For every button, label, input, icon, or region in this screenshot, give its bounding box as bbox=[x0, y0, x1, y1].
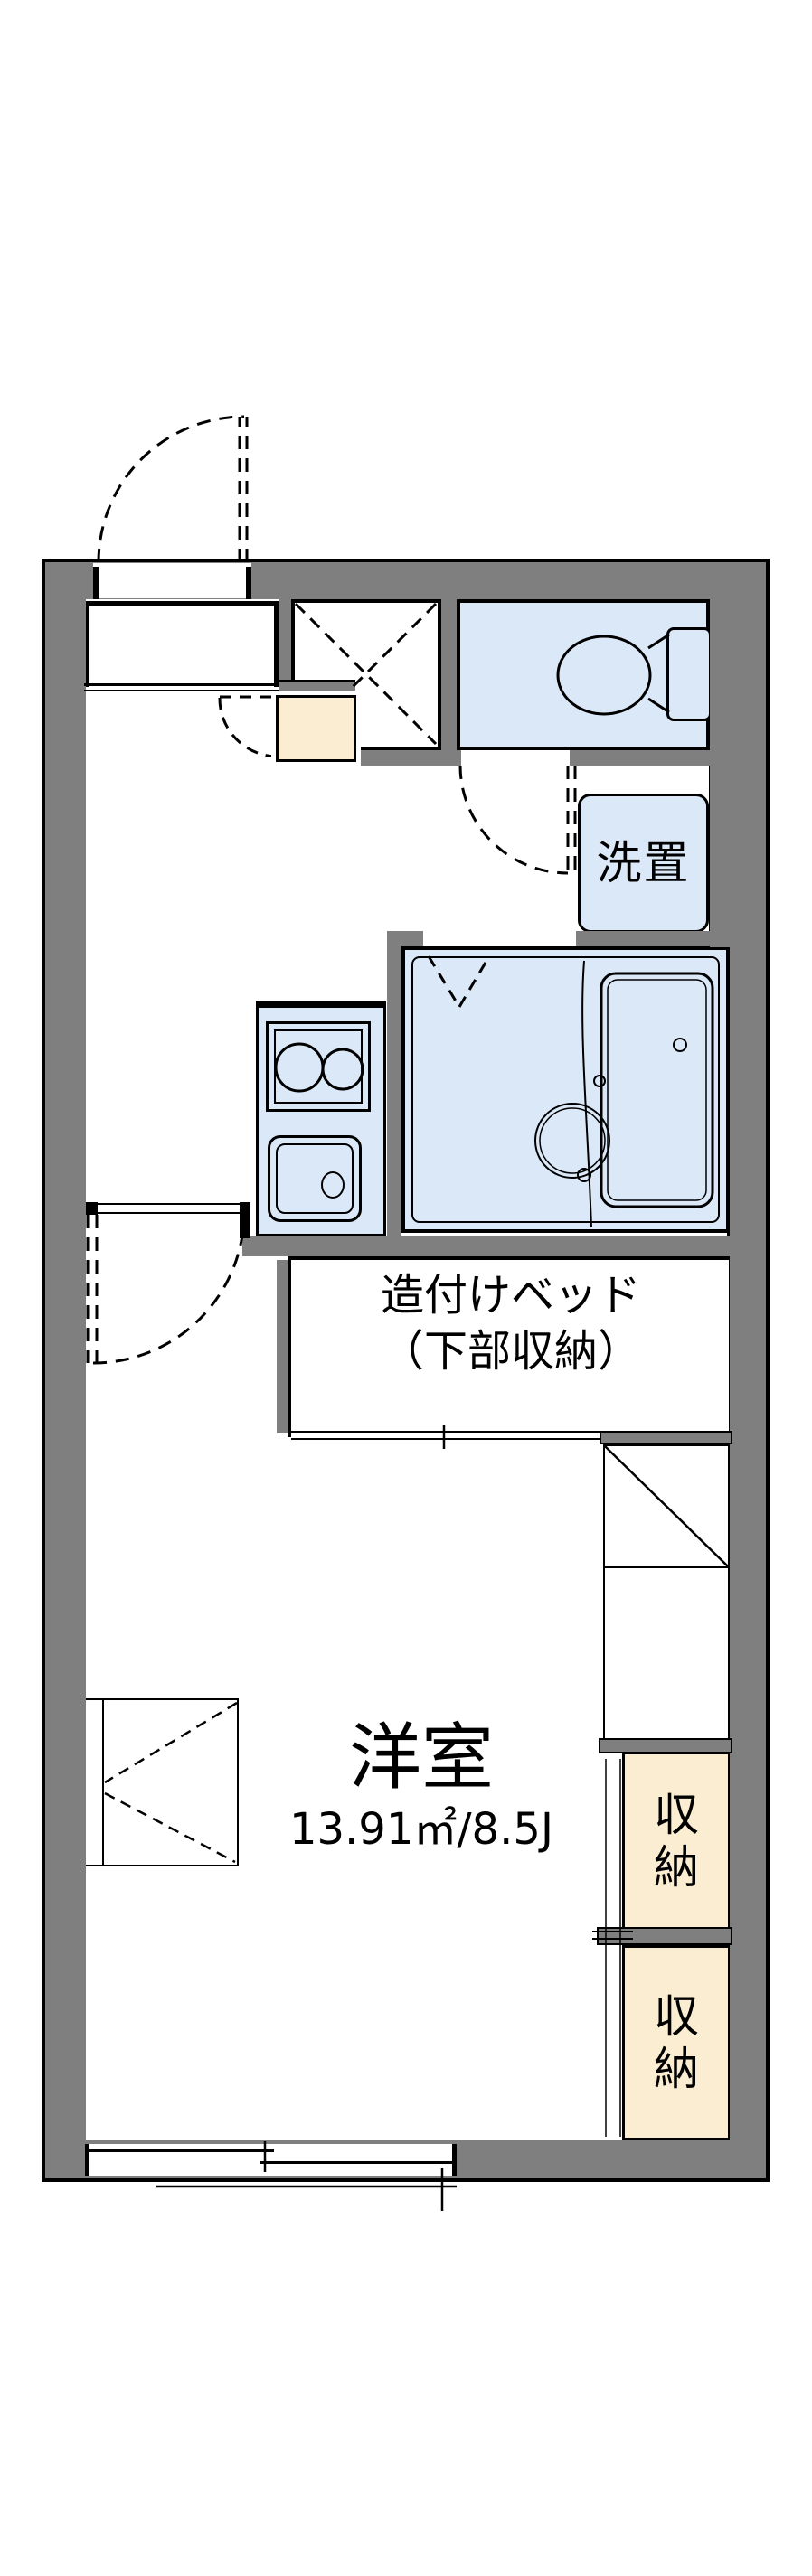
kitchen-counter bbox=[256, 1001, 386, 1238]
storage-track-tick bbox=[592, 1931, 633, 1940]
bed-room bbox=[288, 1256, 732, 1437]
bathtub bbox=[600, 972, 714, 1208]
wall-bed-top bbox=[242, 1236, 732, 1256]
balcony-window-jamb-right bbox=[452, 2144, 457, 2176]
sink-drain bbox=[321, 1171, 345, 1199]
storage-lower bbox=[622, 1945, 731, 2140]
bed-label-line1: 造付けベッド bbox=[380, 1270, 641, 1321]
desk-window-unit bbox=[83, 1698, 239, 1866]
balcony-sill bbox=[156, 2141, 457, 2211]
shoe-cabinet-door-arc bbox=[218, 695, 279, 758]
storage-lower-text: 収納 bbox=[654, 1990, 699, 2095]
main-room-area-label: 13.91㎡/8.5J bbox=[288, 1804, 554, 1855]
genkan-step-line-1 bbox=[84, 683, 279, 686]
kitchen-sink-inner bbox=[276, 1143, 354, 1214]
laundry-space bbox=[578, 794, 709, 933]
bed-label: 造付けベッド （下部収納） bbox=[291, 1267, 731, 1379]
main-room-label: 洋室 bbox=[349, 1716, 494, 1800]
wall-bed-bottom-right bbox=[600, 1431, 732, 1444]
shoe-cabinet bbox=[276, 695, 356, 762]
bath-wash-circle bbox=[534, 1103, 610, 1182]
storage-lower-label: 収納 bbox=[622, 1945, 731, 2140]
balcony-window-jamb-left bbox=[85, 2144, 89, 2176]
toilet-door-swing bbox=[458, 765, 577, 875]
entrance-opening bbox=[93, 563, 251, 598]
bath-divider bbox=[581, 960, 592, 1228]
wall-above-storage bbox=[599, 1738, 732, 1753]
storage-doors-track bbox=[605, 1759, 621, 2137]
main-room-label-group: 洋室 13.91㎡/8.5J bbox=[217, 1716, 626, 1858]
wall-bathdoor-left bbox=[387, 931, 423, 946]
kitchen-partition-jamb-left bbox=[86, 1202, 98, 1215]
storage-upper-text: 収納 bbox=[654, 1788, 699, 1894]
wall-below-closet bbox=[355, 750, 461, 766]
refrigerator-cross-mark bbox=[294, 602, 438, 746]
stove-burner bbox=[274, 1042, 364, 1093]
corner-shelf-diagonal bbox=[604, 1445, 729, 1567]
stove bbox=[266, 1021, 371, 1112]
bath-door-knob bbox=[593, 1075, 606, 1087]
bath-unit-liner bbox=[411, 956, 720, 1223]
bathroom bbox=[401, 946, 730, 1233]
wall-bed-left bbox=[277, 1260, 288, 1433]
wall-right-upper bbox=[710, 562, 766, 947]
bed-label-line2: （下部収納） bbox=[380, 1326, 641, 1377]
genkan-step-line-2 bbox=[84, 690, 279, 691]
wall-closet-toilet bbox=[441, 599, 457, 750]
balcony-window-panel-2 bbox=[260, 2161, 457, 2164]
entrance-door-swing bbox=[97, 415, 249, 563]
bed-front-line-2 bbox=[291, 1438, 601, 1440]
wall-bath-left bbox=[387, 946, 401, 1245]
desk-window-swing bbox=[104, 1701, 238, 1864]
wall-left bbox=[45, 562, 86, 2178]
outer-wall-frame bbox=[42, 559, 770, 2182]
bath-door-swing bbox=[427, 955, 491, 1008]
kitchen-partition-line-2 bbox=[98, 1212, 242, 1214]
kitchen-partition-line-1 bbox=[98, 1203, 242, 1205]
entrance-jamb-left bbox=[93, 567, 99, 599]
laundry-label: 洗置 bbox=[596, 837, 691, 889]
kitchen-door-swing bbox=[86, 1211, 246, 1365]
toilet-bowl bbox=[556, 633, 670, 716]
wall-bathdoor-right bbox=[576, 931, 712, 946]
bed-front-line-1 bbox=[291, 1431, 601, 1433]
storage-upper-label: 収納 bbox=[622, 1752, 731, 1930]
balcony-window-panel-1 bbox=[85, 2149, 274, 2152]
wall-below-toilet bbox=[570, 750, 712, 766]
wall-genkan-closet bbox=[279, 599, 291, 690]
corner-shelf-lower bbox=[603, 1568, 730, 1740]
entrance-jamb-right bbox=[246, 567, 251, 599]
kitchen-sink bbox=[268, 1135, 362, 1222]
genkan-area bbox=[84, 601, 279, 687]
desk-window-inner-line bbox=[102, 1698, 104, 1866]
wall-right-lower bbox=[730, 947, 766, 2142]
